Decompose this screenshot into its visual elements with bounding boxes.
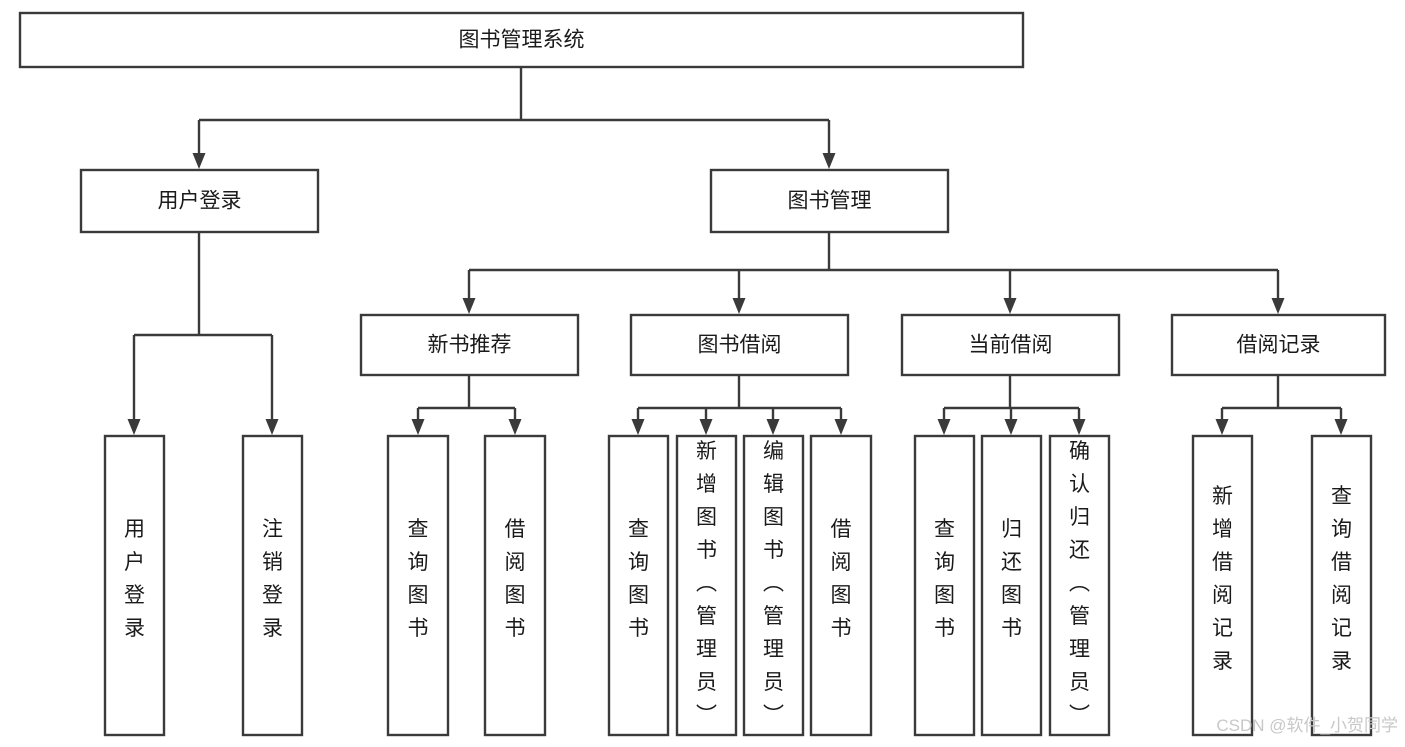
node-box[interactable]	[1170, 313, 1387, 377]
edge-arrowhead	[127, 419, 141, 435]
node-label: 查询借阅记录	[1331, 485, 1352, 673]
edge-arrowhead	[1334, 419, 1348, 435]
node-label: 借阅图书	[505, 518, 526, 640]
edge-new-book-rec-to-leaves	[411, 375, 522, 435]
node-leaf-add-borrow-record[interactable]: 新增借阅记录	[1191, 434, 1254, 737]
node-label: 图书借阅	[698, 334, 782, 357]
edge-current-borrow-to-leaves	[937, 375, 1086, 435]
edge-arrowhead	[265, 419, 279, 435]
node-current-borrow[interactable]: 当前借阅	[900, 313, 1121, 377]
node-label: 当前借阅	[969, 334, 1053, 357]
edge-arrowhead	[508, 419, 522, 435]
node-box[interactable]	[709, 168, 950, 234]
edge-arrowhead	[732, 298, 746, 314]
edge-root-to-level2	[192, 67, 836, 169]
node-box[interactable]	[1191, 434, 1254, 737]
node-label: 新增借阅记录	[1212, 485, 1233, 673]
edge-arrowhead	[1072, 419, 1086, 435]
edge-arrowhead	[937, 419, 951, 435]
edge-arrowhead	[834, 419, 848, 435]
node-leaf-return-book[interactable]: 归还图书	[980, 434, 1043, 737]
edges-layer	[127, 67, 1348, 435]
edge-arrowhead	[1215, 419, 1229, 435]
node-label: 图书管理系统	[459, 29, 585, 52]
edge-arrowhead	[699, 419, 713, 435]
node-user-login[interactable]: 用户登录	[79, 168, 320, 234]
node-leaf-query-book-current[interactable]: 查询图书	[913, 434, 976, 737]
edge-arrowhead	[631, 419, 645, 435]
edge-book-borrow-to-leaves	[631, 375, 848, 435]
node-book-manage[interactable]: 图书管理	[709, 168, 950, 234]
node-box[interactable]	[675, 434, 738, 737]
node-box[interactable]	[103, 434, 166, 737]
node-leaf-add-book-admin[interactable]: 新增图书︵管理员︶	[675, 434, 738, 737]
nodes-layer: 图书管理系统用户登录图书管理新书推荐图书借阅当前借阅借阅记录用户登录注销登录查询…	[18, 11, 1387, 737]
watermark-label: CSDN @软件_小贺同学	[1216, 716, 1398, 735]
node-label: 用户登录	[158, 190, 242, 213]
node-box[interactable]	[629, 313, 850, 377]
node-label: 查询图书	[934, 518, 955, 640]
node-leaf-edit-book-admin[interactable]: 编辑图书︵管理员︶	[742, 434, 805, 737]
node-label: 确认归还︵管理员︶	[1069, 440, 1090, 727]
node-box[interactable]	[1048, 434, 1111, 737]
node-leaf-query-book-rec[interactable]: 查询图书	[386, 434, 450, 737]
edge-arrowhead	[411, 419, 425, 435]
node-label: 图书管理	[788, 190, 872, 213]
node-leaf-query-borrow-record[interactable]: 查询借阅记录	[1310, 434, 1373, 737]
edge-arrowhead	[1004, 419, 1018, 435]
node-box[interactable]	[1310, 434, 1373, 737]
node-leaf-borrow-book-rec[interactable]: 借阅图书	[483, 434, 547, 737]
node-book-borrow[interactable]: 图书借阅	[629, 313, 850, 377]
node-box[interactable]	[386, 434, 450, 737]
edge-user-login-to-leaves	[127, 232, 279, 435]
node-leaf-confirm-return-admin[interactable]: 确认归还︵管理员︶	[1048, 434, 1111, 737]
node-label: 注销登录	[262, 518, 283, 640]
node-leaf-user-logout[interactable]: 注销登录	[241, 434, 304, 737]
node-label: 新书推荐	[428, 334, 512, 357]
node-label: 借阅图书	[831, 518, 852, 640]
node-label: 归还图书	[1001, 518, 1022, 640]
node-label: 查询图书	[408, 518, 429, 640]
node-box[interactable]	[809, 434, 873, 737]
node-box[interactable]	[241, 434, 304, 737]
node-root[interactable]: 图书管理系统	[18, 11, 1025, 69]
node-box[interactable]	[359, 313, 580, 377]
edge-borrow-record-to-leaves	[1215, 375, 1348, 435]
node-box[interactable]	[79, 168, 320, 234]
node-new-book-rec[interactable]: 新书推荐	[359, 313, 580, 377]
node-box[interactable]	[483, 434, 547, 737]
edge-book-manage-to-level3	[462, 232, 1285, 314]
node-leaf-borrow-book[interactable]: 借阅图书	[809, 434, 873, 737]
edge-arrowhead	[766, 419, 780, 435]
edge-arrowhead	[822, 153, 836, 169]
node-label: 查询图书	[628, 518, 649, 640]
edge-arrowhead	[192, 153, 206, 169]
node-box[interactable]	[900, 313, 1121, 377]
node-label: 用户登录	[124, 518, 145, 640]
edge-arrowhead	[462, 298, 476, 314]
node-leaf-user-login[interactable]: 用户登录	[103, 434, 166, 737]
edge-arrowhead	[1003, 298, 1017, 314]
node-box[interactable]	[607, 434, 670, 737]
node-box[interactable]	[980, 434, 1043, 737]
node-box[interactable]	[742, 434, 805, 737]
node-label: 编辑图书︵管理员︶	[763, 440, 784, 727]
node-borrow-record[interactable]: 借阅记录	[1170, 313, 1387, 377]
node-box[interactable]	[18, 11, 1025, 69]
edge-arrowhead	[1271, 298, 1285, 314]
node-box[interactable]	[913, 434, 976, 737]
node-label: 借阅记录	[1237, 334, 1321, 357]
node-leaf-query-book-borrow[interactable]: 查询图书	[607, 434, 670, 737]
node-label: 新增图书︵管理员︶	[696, 440, 717, 727]
